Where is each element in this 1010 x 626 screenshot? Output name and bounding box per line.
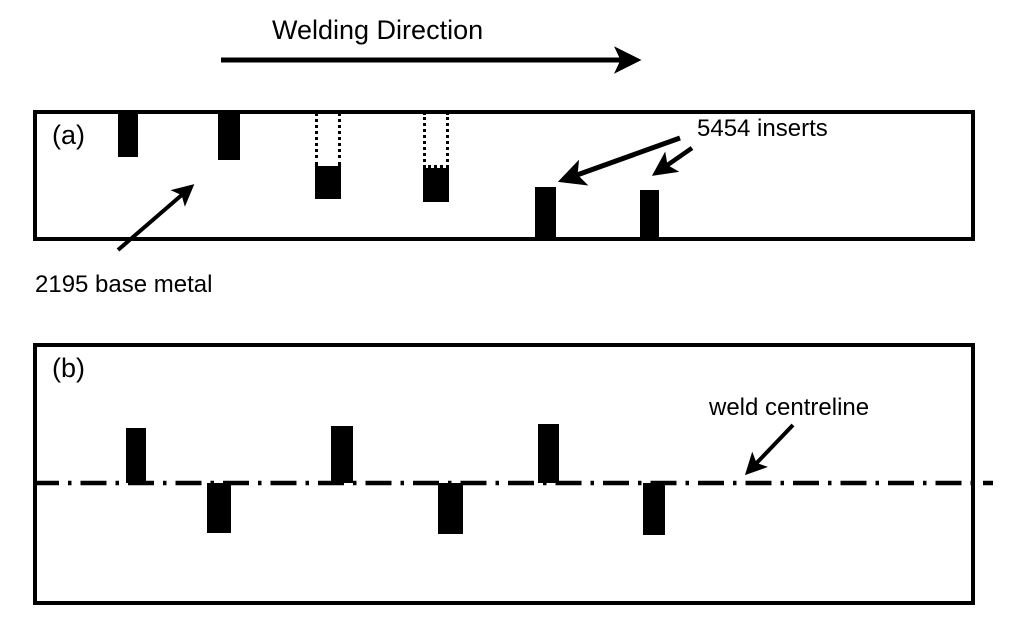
panel-b-insert-2 [207, 483, 231, 533]
panel-a-insert-4 [423, 168, 449, 202]
panel-b-insert-1 [126, 428, 146, 483]
panel-a [33, 110, 975, 241]
panel-b-insert-4 [438, 483, 463, 534]
panel-a-insert-3 [315, 166, 341, 199]
panel-a-insert-2 [218, 110, 240, 160]
panel-a-insert-4-outline [423, 112, 449, 168]
panel-b-insert-3 [331, 426, 353, 483]
base-metal-callout-label: 2195 base metal [35, 271, 213, 298]
panel-a-tag: (a) [52, 120, 85, 150]
panel-b-tag: (b) [52, 353, 85, 383]
panel-a-insert-1 [118, 110, 138, 157]
panel-a-insert-5 [535, 187, 556, 237]
panel-a-insert-3-outline [315, 112, 341, 166]
welding-direction-label: Welding Direction [272, 15, 484, 45]
panel-a-insert-6 [640, 190, 659, 237]
panel-b-insert-6 [643, 483, 665, 535]
panel-b-insert-5 [538, 424, 559, 483]
inserts-callout-label: 5454 inserts [697, 115, 828, 142]
weld-centreline-callout-label: weld centreline [709, 394, 870, 421]
panel-b [33, 343, 975, 605]
